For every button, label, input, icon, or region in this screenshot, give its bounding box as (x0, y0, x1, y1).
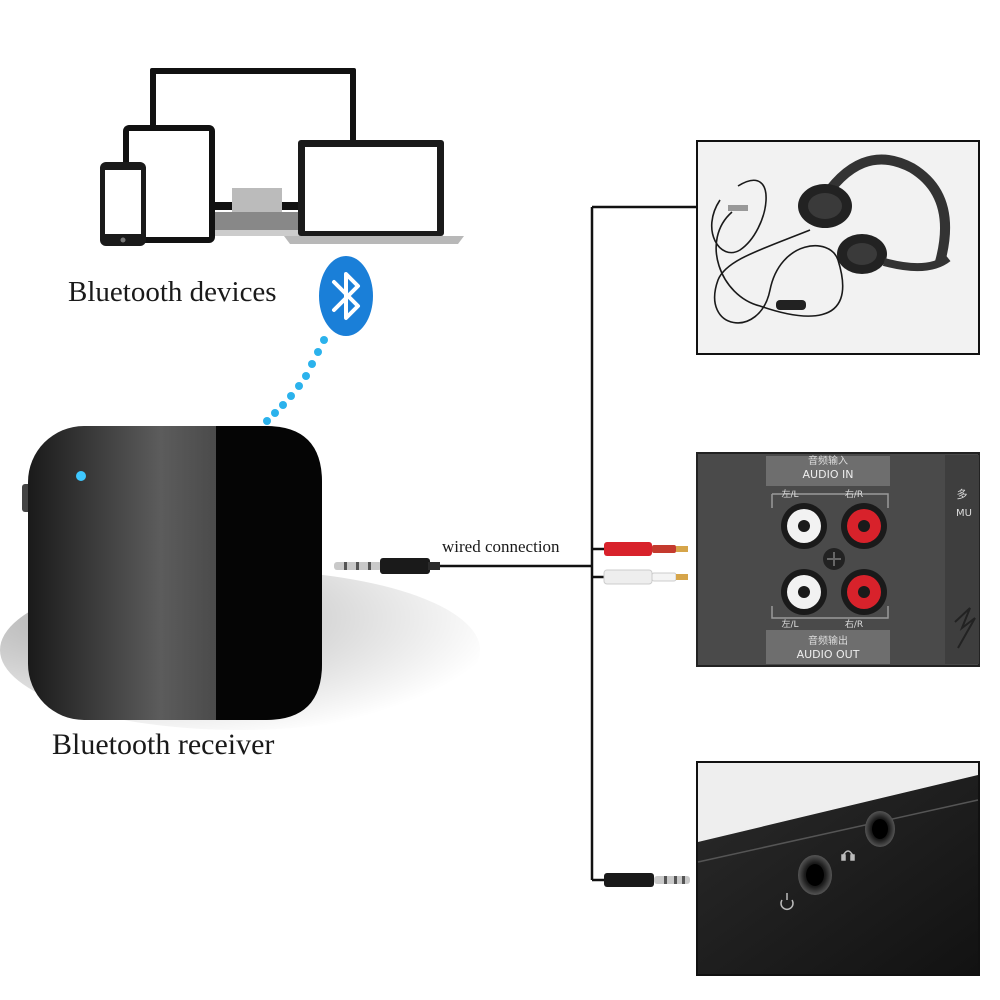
power-icon (780, 893, 794, 910)
bluetooth-icon (319, 256, 373, 336)
laptop-ports-panel (696, 761, 980, 976)
side-en-label: MU (956, 508, 972, 519)
right-in-label: 右/R (845, 488, 863, 500)
right-out-label: 右/R (845, 618, 863, 630)
audio-out-label: AUDIO OUT (797, 648, 860, 661)
status-led (76, 471, 86, 481)
audio-out-cn-label: 音频输出 (808, 634, 848, 647)
speaker-panel: 音频输入 AUDIO IN 左/L 右/R 左/L 右/R 音频输出 AUDIO… (696, 452, 980, 667)
aux-plug-bottom-icon (604, 873, 690, 887)
wired-connection-lines (440, 205, 698, 882)
side-cn-label: 多 (957, 487, 968, 501)
bluetooth-devices-illustration (100, 68, 464, 246)
headphones-panel (696, 140, 980, 355)
audio-in-label: AUDIO IN (803, 468, 854, 481)
left-out-label: 左/L (781, 618, 798, 630)
headphones-icon (710, 154, 951, 324)
headphone-jack-1 (798, 855, 832, 895)
audio-in-cn-label: 音频输入 (808, 454, 848, 467)
wired-connection-label: wired connection (442, 537, 560, 556)
headphone-symbol-icon (841, 850, 855, 861)
bluetooth-receiver-label: Bluetooth receiver (52, 728, 275, 761)
bluetooth-devices-label: Bluetooth devices (68, 276, 277, 308)
rca-jack-in-left (781, 503, 827, 549)
left-in-label: 左/L (781, 488, 798, 500)
phone-icon (100, 162, 146, 246)
rca-jack-out-left (781, 569, 827, 615)
headphone-jack-2 (865, 811, 895, 847)
laptop-icon (284, 140, 464, 244)
rca-jack-out-right (841, 569, 887, 615)
bluetooth-signal-dots (263, 336, 328, 425)
rca-jack-in-right (841, 503, 887, 549)
rca-plug-icon (603, 542, 688, 585)
aux-plug-icon (334, 558, 440, 574)
bluetooth-receiver-device (0, 426, 480, 730)
